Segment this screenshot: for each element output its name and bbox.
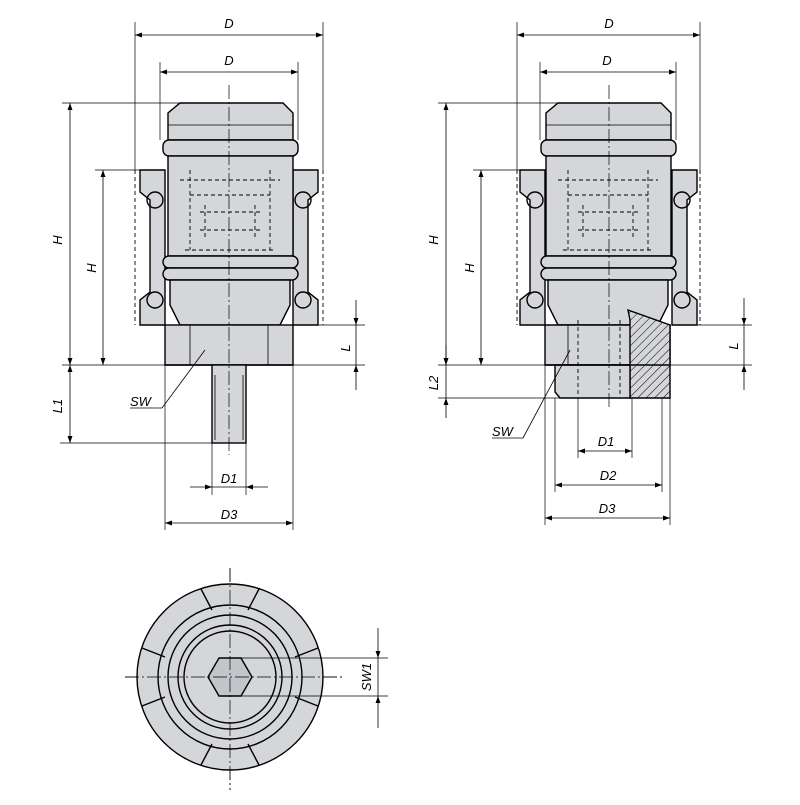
left-dim-D3: D3 bbox=[221, 507, 238, 522]
left-ear-hole-3 bbox=[146, 291, 164, 309]
top-view: SW1 bbox=[125, 568, 388, 790]
left-upper-ring bbox=[162, 139, 299, 157]
right-middle-ring-1 bbox=[540, 255, 677, 269]
top-view-dim-SW1: SW1 bbox=[359, 663, 374, 691]
left-dim-D-outer: D bbox=[224, 16, 233, 31]
left-dim-L: L bbox=[338, 344, 353, 351]
right-label-SW: SW bbox=[492, 424, 515, 439]
right-dim-L2: L2 bbox=[426, 375, 441, 390]
right-dim-H-outer: H bbox=[426, 235, 441, 245]
left-ear-hole-2 bbox=[294, 191, 312, 209]
right-dim-H-inner: H bbox=[462, 263, 477, 273]
right-dim-D-inner: D bbox=[602, 53, 611, 68]
right-main-body bbox=[545, 155, 672, 257]
left-ear-hole-1 bbox=[146, 191, 164, 209]
left-middle-ring-2 bbox=[162, 267, 299, 281]
left-main-body bbox=[167, 155, 294, 257]
left-dim-L1: L1 bbox=[50, 399, 65, 413]
left-top-cap bbox=[167, 102, 294, 141]
left-dim-H-outer: H bbox=[50, 235, 65, 245]
right-dim-L: L bbox=[726, 342, 741, 349]
left-view-threaded-stud: D D H H L L1 SW D1 bbox=[50, 16, 365, 530]
right-outer-hidden-frame bbox=[516, 170, 701, 325]
right-view-threaded-bore: D D H H L L2 SW D1 bbox=[426, 16, 752, 525]
left-ear-hole-4 bbox=[294, 291, 312, 309]
left-dim-D1: D1 bbox=[221, 471, 238, 486]
right-middle-ring-2 bbox=[540, 267, 677, 281]
right-top-cap bbox=[545, 102, 672, 141]
right-dim-D2: D2 bbox=[600, 468, 617, 483]
left-middle-ring-1 bbox=[162, 255, 299, 269]
left-dim-D-inner: D bbox=[224, 53, 233, 68]
right-ear-right bbox=[671, 169, 698, 326]
left-dim-H-inner: H bbox=[84, 263, 99, 273]
right-dim-D-outer: D bbox=[604, 16, 613, 31]
left-label-SW: SW bbox=[130, 394, 153, 409]
right-lower-nut bbox=[554, 364, 631, 399]
left-ear-right bbox=[292, 169, 319, 326]
right-ear-left bbox=[519, 169, 546, 326]
left-lower-body bbox=[169, 279, 291, 326]
right-upper-ring bbox=[540, 139, 677, 157]
right-dim-D1: D1 bbox=[598, 434, 615, 449]
left-ear-left bbox=[139, 169, 166, 326]
right-section-hatch bbox=[627, 308, 671, 399]
right-dim-D3: D3 bbox=[599, 501, 616, 516]
left-outer-hidden-frame bbox=[134, 170, 324, 325]
